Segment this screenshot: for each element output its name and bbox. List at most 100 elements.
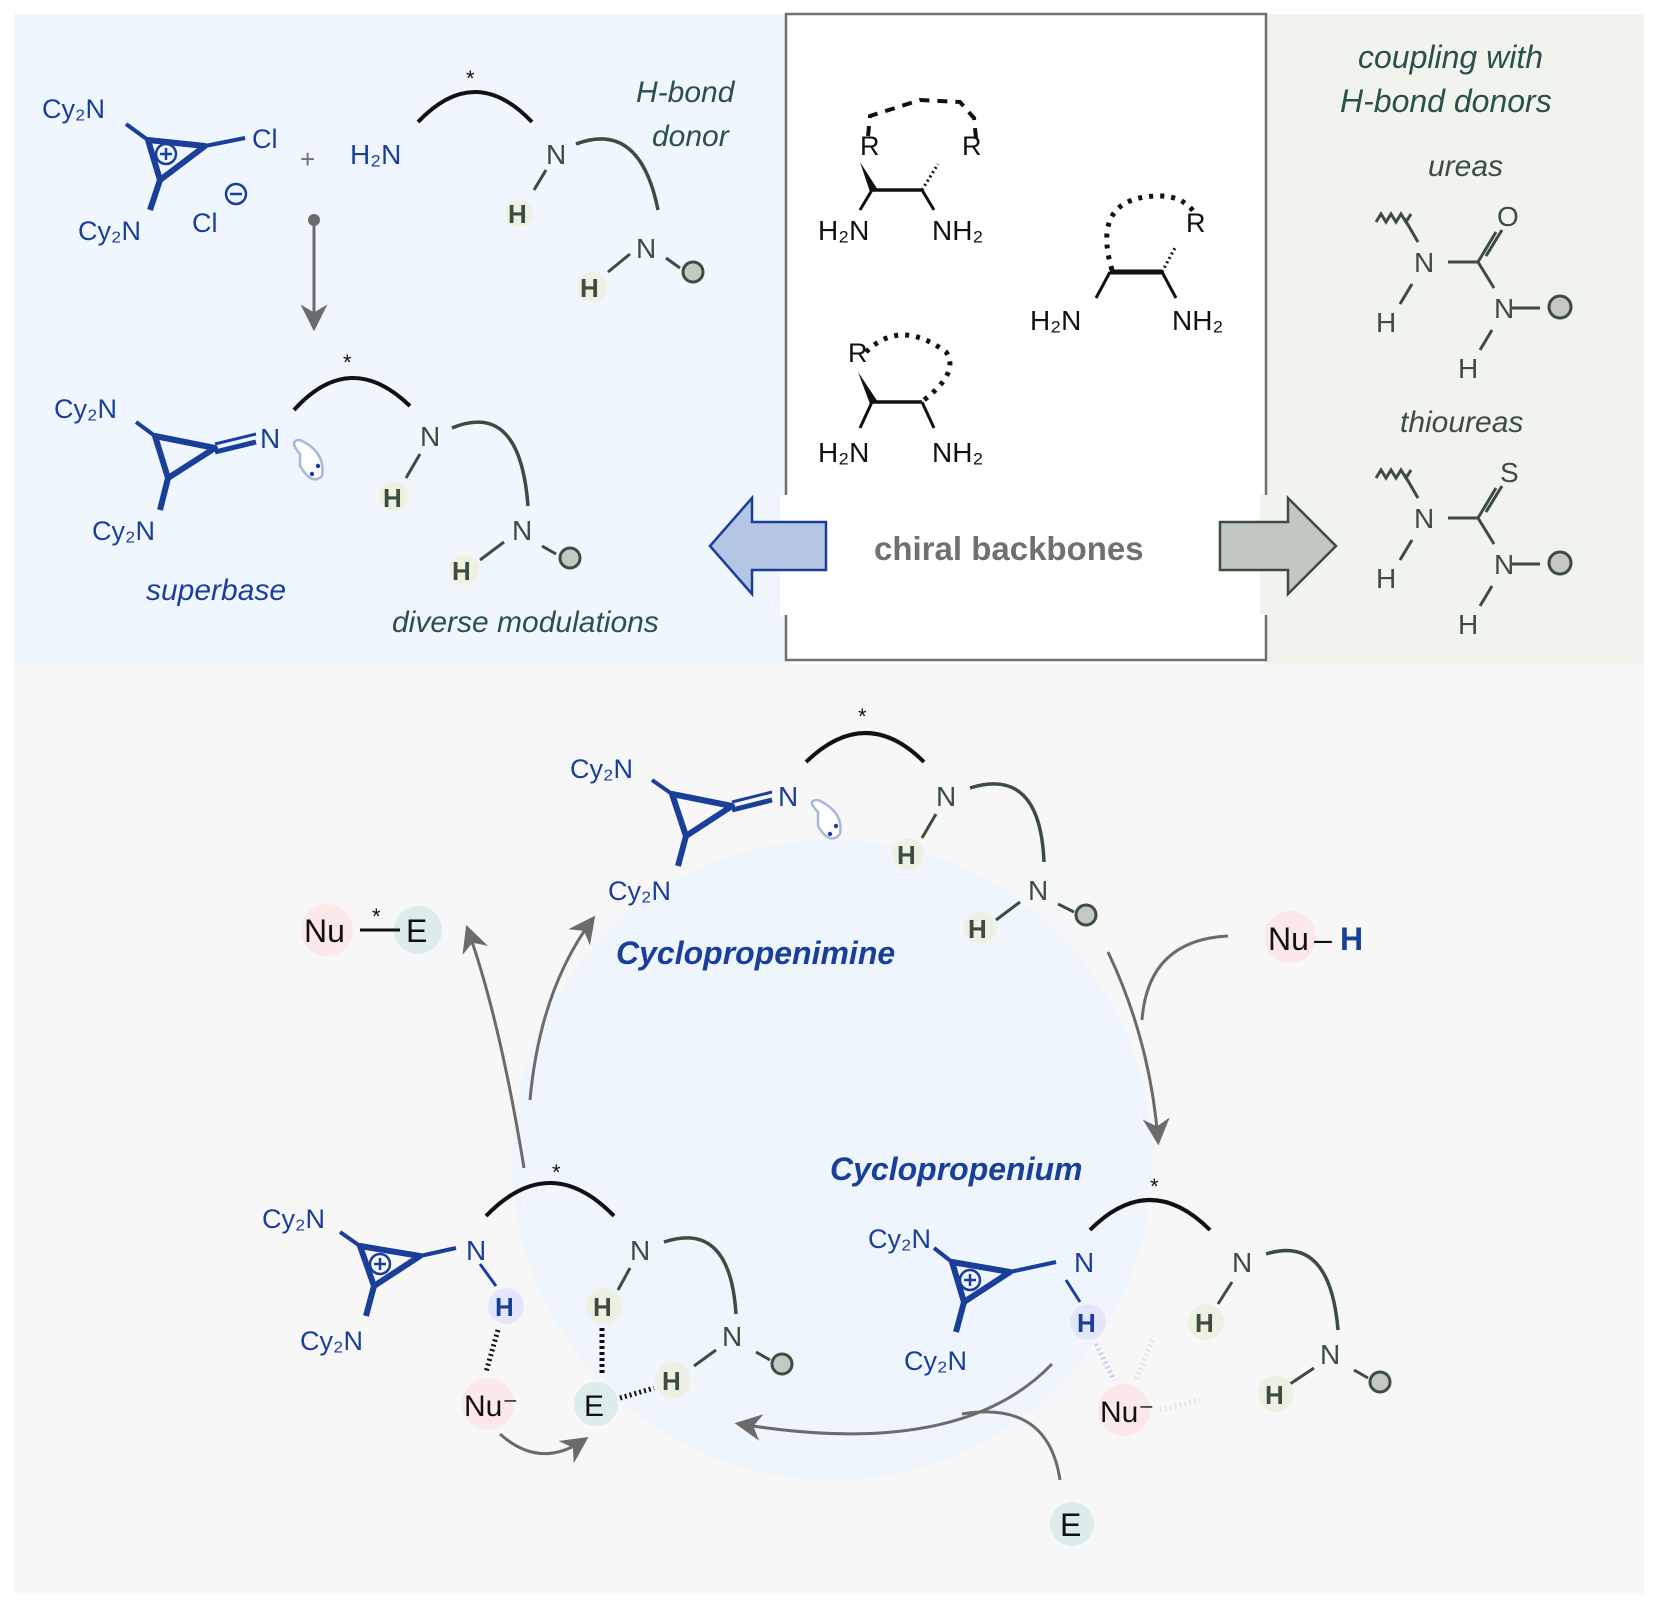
reagent-dash: –	[1314, 921, 1332, 957]
cyclopropenimine-species: Cy₂N Cy₂N N * N H N H	[570, 704, 1098, 944]
h-label: H	[897, 840, 916, 870]
r-label: R	[1186, 208, 1206, 238]
chiral-backbones-label: chiral backbones	[874, 530, 1144, 567]
n-label: N	[546, 139, 566, 170]
cy2n-label: Cy₂N	[868, 1224, 931, 1254]
electrophile-label: E	[1060, 1507, 1081, 1543]
n-label: N	[1028, 875, 1048, 906]
h-label: H	[662, 1366, 681, 1396]
h-label: H	[1458, 609, 1478, 640]
substituent-circle-icon	[1368, 1370, 1392, 1394]
n-label: N	[1414, 503, 1434, 534]
lone-pair-icon	[810, 798, 842, 840]
reagent-nu-label: Nu	[1268, 921, 1309, 957]
n-label: N	[1074, 1247, 1094, 1278]
nu-minus-label: Nu⁻	[464, 1390, 518, 1423]
counterion-label: Cl	[192, 208, 218, 238]
hbond-donor-label: donor	[652, 120, 730, 153]
h2n-label: H₂N	[1030, 305, 1081, 336]
n-label: N	[512, 515, 532, 546]
backbone-cyclopentane-bottom: R H₂N NH₂	[818, 332, 983, 468]
hbond-donor-label: H-bond	[636, 76, 736, 109]
cy2n-label: Cy₂N	[570, 754, 633, 784]
cy2n-label: Cy₂N	[54, 394, 117, 424]
nh2-label: NH₂	[1172, 305, 1223, 336]
backbone-cyclohexane: R R H₂N NH₂	[818, 97, 983, 246]
cycle-arrow-right-down	[1106, 951, 1170, 1146]
cy2n-label: Cy₂N	[92, 516, 155, 546]
stereocenter-star: *	[343, 350, 352, 375]
stereocenter-star: *	[466, 66, 475, 91]
substituent-circle-icon	[681, 260, 705, 284]
substituent-circle-icon	[558, 546, 582, 570]
o-label: O	[1497, 201, 1519, 232]
chiral-backbones-box	[784, 12, 1268, 662]
cy2n-label: Cy₂N	[300, 1326, 363, 1356]
ureas-label: ureas	[1428, 150, 1503, 183]
e-entry-arrow	[961, 1410, 1062, 1481]
n-label: N	[1494, 549, 1514, 580]
n-label: N	[420, 421, 440, 452]
n-label: N	[1494, 293, 1514, 324]
stereocenter-star: *	[372, 904, 381, 929]
n-label: N	[1232, 1247, 1252, 1278]
cyclopropenium-label: Cyclopropenium	[830, 1151, 1082, 1187]
stereocenter-star: *	[1150, 1174, 1159, 1199]
backbone-cyclopentane-right: R H₂N NH₂	[1030, 193, 1223, 336]
stereocenter-star: *	[552, 1160, 561, 1185]
cy2n-label: Cy₂N	[42, 94, 105, 124]
cycle-arrow-bottom	[734, 1362, 1054, 1441]
n-label: N	[466, 1235, 486, 1266]
h-label: H	[452, 556, 471, 586]
n-label: N	[778, 781, 798, 812]
h-label: H	[1195, 1308, 1214, 1338]
h-label: H	[1376, 307, 1396, 338]
h-label: H	[1265, 1380, 1284, 1410]
coupling-title: H-bond donors	[1340, 83, 1552, 119]
r-label: R	[860, 131, 880, 161]
substituent-circle-icon	[770, 1352, 794, 1376]
h-label: H	[508, 199, 527, 229]
cycle-arrow-left-to-product	[462, 924, 526, 1169]
cycle-circle	[512, 840, 1152, 1480]
h2n-label: H₂N	[818, 215, 869, 246]
thiourea-structure	[1374, 467, 1573, 607]
r-label: R	[962, 131, 982, 161]
cy2n-label: Cy₂N	[608, 876, 671, 906]
cyclopropenium-ion-pair: Cy₂N Cy₂N N H Nu⁻ * N H N H	[868, 1174, 1392, 1436]
h-label: H	[495, 1292, 514, 1322]
chiral-diamine-hbond-donor: H₂N * N H N H	[350, 66, 705, 303]
superbase-label: superbase	[146, 574, 286, 607]
product-nu-e: Nu * E	[301, 904, 442, 956]
cy2n-label: Cy₂N	[262, 1204, 325, 1234]
coupling-title: coupling with	[1358, 39, 1543, 75]
cl-label: Cl	[252, 124, 278, 154]
h-label: H	[593, 1292, 612, 1322]
lone-pair-icon	[292, 438, 324, 481]
nu-minus-label: Nu⁻	[1100, 1396, 1154, 1429]
h-label: H	[1458, 353, 1478, 384]
reagent-nu-h: Nu – H	[1264, 911, 1363, 963]
superbase-catalyst: Cy₂N Cy₂N N * N H N H	[54, 350, 582, 586]
transition-state-complex: Cy₂N Cy₂N N H Nu⁻ * N H E H N	[262, 1160, 794, 1430]
thioureas-label: thioureas	[1400, 406, 1523, 439]
cyclopropenium-chloride: Cy₂N Cy₂N Cl Cl	[42, 94, 278, 246]
n-label: N	[1320, 1339, 1340, 1370]
n-label: N	[630, 1235, 650, 1266]
nu-attack-arrow	[498, 1432, 589, 1464]
n-label: N	[1414, 247, 1434, 278]
product-nu-label: Nu	[304, 913, 345, 949]
h-label: H	[383, 483, 402, 513]
cycle-arrow-left-to-catalyst	[528, 915, 596, 1101]
diverse-modulations-label: diverse modulations	[392, 606, 659, 639]
h-label: H	[1077, 1308, 1096, 1338]
substituent-circle-icon	[1074, 903, 1098, 927]
h-label: H	[1376, 563, 1396, 594]
cyclopropenimine-label: Cyclopropenimine	[616, 935, 895, 971]
right-block-arrow	[1218, 494, 1338, 598]
minus-charge-icon	[224, 182, 248, 206]
amine-label: H₂N	[350, 139, 401, 170]
h-label: H	[968, 914, 987, 944]
h2n-label: H₂N	[818, 437, 869, 468]
